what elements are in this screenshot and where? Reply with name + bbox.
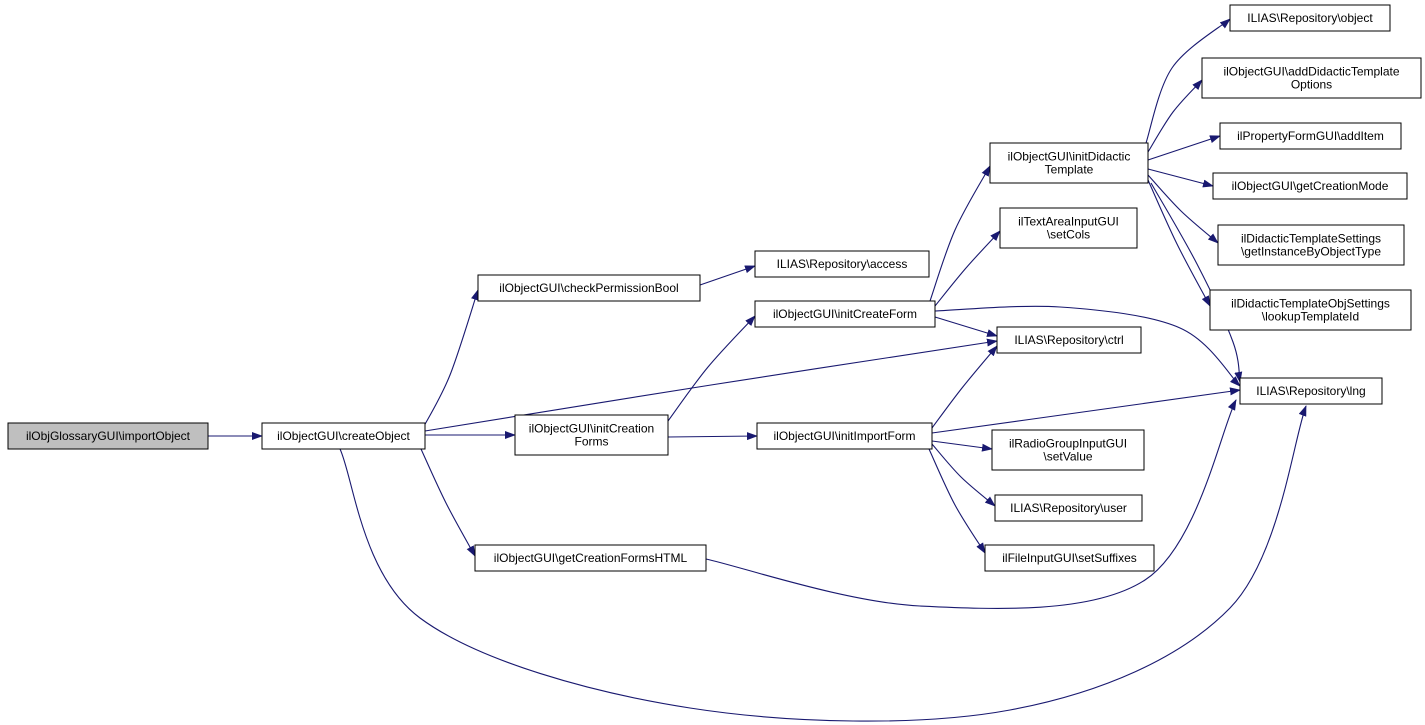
- node-label-setValue: ilRadioGroupInputGUI\setValue: [1009, 437, 1127, 464]
- node-setCols[interactable]: ilTextAreaInputGUI\setCols: [999, 207, 1138, 249]
- edge-createObject-to-checkPermissionBool: [422, 289, 479, 429]
- node-user[interactable]: ILIAS\Repository\user: [994, 494, 1143, 522]
- node-box-addItem[interactable]: [1219, 122, 1402, 150]
- node-object[interactable]: ILIAS\Repository\object: [1229, 4, 1391, 32]
- node-label-object: ILIAS\Repository\object: [1247, 11, 1373, 25]
- edge-initCreateForm-to-initDidacticTemplate: [929, 165, 991, 302]
- node-label-lng: ILIAS\Repository\lng: [1256, 384, 1365, 398]
- node-initCreateForm[interactable]: ilObjectGUI\initCreateForm: [754, 300, 936, 328]
- node-setValue[interactable]: ilRadioGroupInputGUI\setValue: [991, 429, 1145, 471]
- edge-initCreateForm-to-setCols: [934, 230, 1001, 307]
- node-label-setCols: ilTextAreaInputGUI\setCols: [1018, 215, 1119, 242]
- node-box-lookupTemplateId[interactable]: [1209, 289, 1412, 331]
- node-label-importObject: ilObjGlossaryGUI\importObject: [26, 429, 191, 443]
- node-box-initCreationForms[interactable]: [514, 414, 669, 456]
- node-label-getCreationFormsHTML: ilObjectGUI\getCreationFormsHTML: [494, 551, 688, 565]
- node-label-addItem: ilPropertyFormGUI\addItem: [1237, 129, 1384, 143]
- edge-initImportForm-to-lng: [931, 387, 1241, 434]
- edge-initDidacticTemplate-to-lng: [1150, 182, 1243, 383]
- node-importObject[interactable]: ilObjGlossaryGUI\importObject: [7, 422, 209, 450]
- edge-initDidacticTemplate-to-object: [1145, 18, 1231, 144]
- node-box-lng[interactable]: [1239, 377, 1383, 405]
- node-box-setValue[interactable]: [991, 429, 1145, 471]
- node-box-importObject[interactable]: [7, 422, 209, 450]
- edge-getCreationFormsHTML-to-lng: [705, 399, 1237, 609]
- node-addItem[interactable]: ilPropertyFormGUI\addItem: [1219, 122, 1402, 150]
- node-label-lookupTemplateId: ilDidacticTemplateObjSettings\lookupTemp…: [1231, 297, 1390, 324]
- node-lng[interactable]: ILIAS\Repository\lng: [1239, 377, 1383, 405]
- node-box-user[interactable]: [994, 494, 1143, 522]
- edge-initImportForm-to-setValue: [931, 440, 993, 452]
- node-box-initCreateForm[interactable]: [754, 300, 936, 328]
- node-box-initImportForm[interactable]: [756, 422, 933, 450]
- edge-initImportForm-to-ctrl: [931, 345, 998, 429]
- edge-checkPermissionBool-to-access: [699, 265, 756, 286]
- node-label-checkPermissionBool: ilObjectGUI\checkPermissionBool: [499, 281, 678, 295]
- edge-initCreateForm-to-ctrl: [934, 316, 998, 337]
- edge-createObject-to-getCreationFormsHTML: [420, 448, 476, 557]
- node-label-initImportForm: ilObjectGUI\initImportForm: [773, 429, 915, 443]
- node-label-createObject: ilObjectGUI\createObject: [277, 429, 410, 443]
- node-box-access[interactable]: [754, 250, 930, 278]
- node-label-getCreationMode: ilObjectGUI\getCreationMode: [1232, 179, 1389, 193]
- node-label-ctrl: ILIAS\Repository\ctrl: [1014, 333, 1123, 347]
- node-initImportForm[interactable]: ilObjectGUI\initImportForm: [756, 422, 933, 450]
- edge-initCreationForms-to-initImportForm: [667, 432, 758, 441]
- node-label-user: ILIAS\Repository\user: [1010, 501, 1127, 515]
- edge-initDidacticTemplate-to-getCreationMode: [1147, 168, 1214, 188]
- node-label-setSuffixes: ilFileInputGUI\setSuffixes: [1002, 551, 1137, 565]
- node-getInstanceByObjectType[interactable]: ilDidacticTemplateSettings\getInstanceBy…: [1217, 224, 1405, 266]
- node-getCreationMode[interactable]: ilObjectGUI\getCreationMode: [1212, 172, 1408, 200]
- node-setSuffixes[interactable]: ilFileInputGUI\setSuffixes: [984, 544, 1155, 572]
- node-lookupTemplateId[interactable]: ilDidacticTemplateObjSettings\lookupTemp…: [1209, 289, 1412, 331]
- node-box-ctrl[interactable]: [996, 326, 1142, 354]
- node-box-getInstanceByObjectType[interactable]: [1217, 224, 1405, 266]
- node-box-getCreationFormsHTML[interactable]: [474, 544, 707, 572]
- node-checkPermissionBool[interactable]: ilObjectGUI\checkPermissionBool: [477, 274, 701, 302]
- edge-initDidacticTemplate-to-getInstanceByObjectType: [1147, 174, 1219, 244]
- node-box-getCreationMode[interactable]: [1212, 172, 1408, 200]
- node-label-access: ILIAS\Repository\access: [777, 257, 908, 271]
- node-ctrl[interactable]: ILIAS\Repository\ctrl: [996, 326, 1142, 354]
- node-getCreationFormsHTML[interactable]: ilObjectGUI\getCreationFormsHTML: [474, 544, 707, 572]
- node-box-initDidacticTemplate[interactable]: [989, 142, 1149, 184]
- edge-initDidacticTemplate-to-addDidacticTemplateOptions: [1147, 79, 1203, 153]
- node-access[interactable]: ILIAS\Repository\access: [754, 250, 930, 278]
- node-box-createObject[interactable]: [261, 422, 426, 450]
- edge-initImportForm-to-user: [931, 443, 996, 507]
- edge-initCreationForms-to-initCreateForm: [667, 315, 756, 422]
- edge-initCreateForm-to-lng: [934, 305, 1241, 387]
- node-box-setSuffixes[interactable]: [984, 544, 1155, 572]
- node-box-setCols[interactable]: [999, 207, 1138, 249]
- edge-createObject-to-ctrl: [424, 338, 998, 432]
- edge-initDidacticTemplate-to-addItem: [1147, 135, 1221, 161]
- node-box-addDidacticTemplateOptions[interactable]: [1201, 57, 1422, 99]
- edge-initDidacticTemplate-to-lookupTemplateId: [1147, 179, 1211, 307]
- edge-initImportForm-to-setSuffixes: [928, 448, 986, 554]
- node-box-object[interactable]: [1229, 4, 1391, 32]
- node-label-initCreateForm: ilObjectGUI\initCreateForm: [773, 307, 917, 321]
- node-box-checkPermissionBool[interactable]: [477, 274, 701, 302]
- edge-createObject-to-lng: [339, 405, 1307, 722]
- node-createObject[interactable]: ilObjectGUI\createObject: [261, 422, 426, 450]
- node-label-getInstanceByObjectType: ilDidacticTemplateSettings\getInstanceBy…: [1241, 232, 1381, 259]
